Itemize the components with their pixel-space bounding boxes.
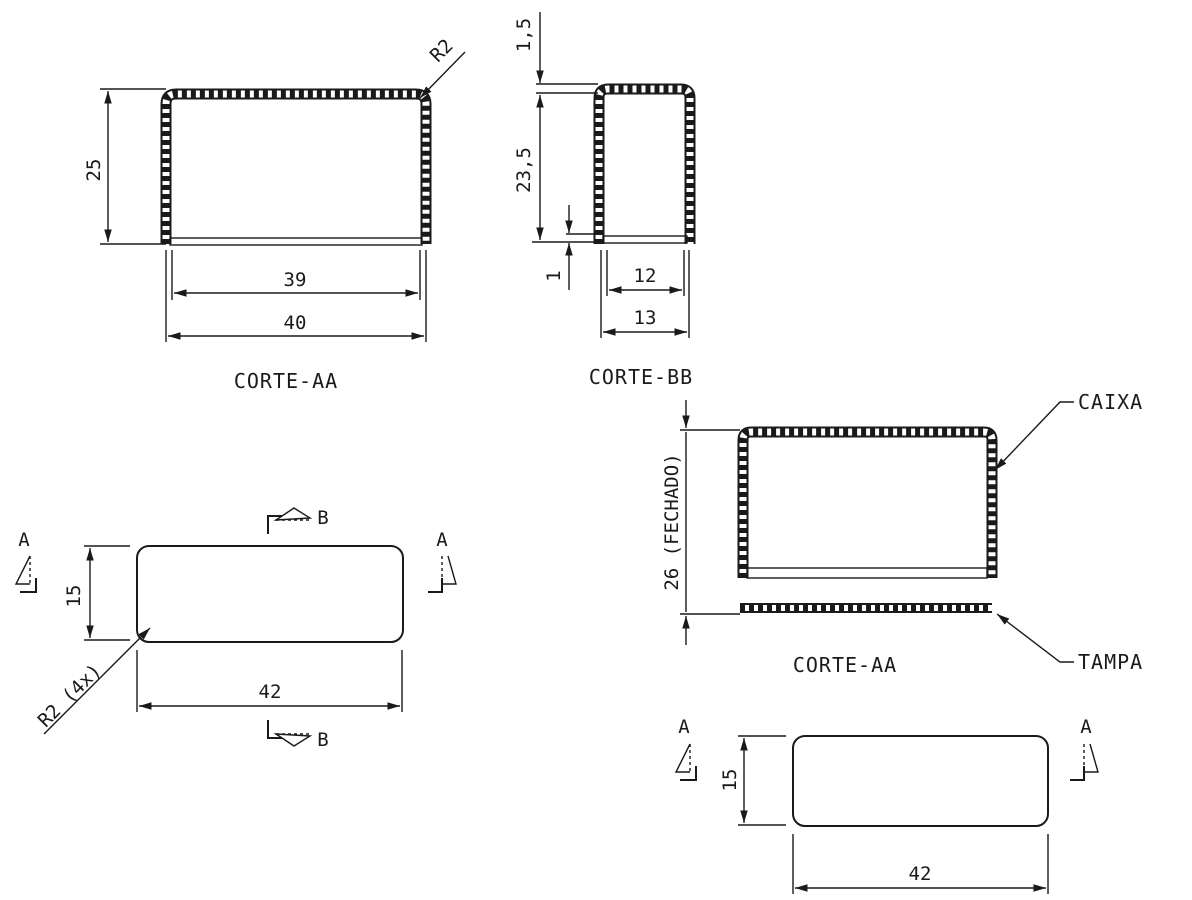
cut-line — [1070, 766, 1085, 781]
section-aa-title: CORTE-AA — [234, 369, 338, 393]
section-marker-a-right: A — [1070, 716, 1099, 781]
section-marker-a-left: A — [674, 716, 697, 781]
box-wall-outline — [737, 426, 998, 578]
cut-arrow — [273, 507, 313, 521]
section-aa-wall-fill — [162, 90, 430, 244]
dim-width-42: 42 — [259, 681, 282, 703]
plan-outline — [792, 735, 1049, 827]
cut-label: A — [678, 716, 690, 738]
box-wall-fill — [739, 428, 996, 578]
assembly-section-title: CORTE-AA — [793, 653, 897, 677]
dim-height-23-5: 23,5 — [513, 147, 535, 193]
box-leader — [994, 401, 1074, 471]
cut-line — [267, 720, 282, 739]
label-box: CAIXA — [1078, 390, 1143, 414]
cut-line — [267, 515, 282, 534]
dim-height-25: 25 — [83, 159, 105, 182]
cut-arrow — [1084, 743, 1099, 773]
cut-label: A — [18, 529, 30, 551]
plan-outline — [136, 545, 404, 643]
section-bb-bottom-lip — [602, 235, 688, 244]
dim-closed-height: 26 (FECHADO) — [661, 453, 683, 590]
box-bottom-lip — [746, 567, 988, 579]
section-bb-wall-outline — [593, 83, 696, 244]
radius-leader — [419, 51, 466, 99]
plan-view-right: 15 42 A A — [674, 716, 1099, 894]
dim-height-15: 15 — [63, 585, 85, 608]
cut-arrow — [14, 555, 31, 585]
section-marker-b-top: B — [267, 507, 329, 534]
section-marker-a-left: A — [14, 529, 37, 593]
dim-width-42: 42 — [909, 863, 932, 885]
cut-label: A — [1080, 716, 1092, 738]
radius-label: R2 (4x) — [34, 660, 106, 732]
dim-top-1-5: 1,5 — [513, 18, 535, 52]
cut-arrow — [674, 743, 691, 773]
section-bb: 1,5 23,5 1 12 13 CORTE-BB — [513, 12, 696, 389]
cut-label: A — [436, 529, 448, 551]
plan-view-left: 15 42 R2 (4x) A A B — [14, 507, 457, 751]
radius-leader — [43, 627, 151, 735]
cut-line — [20, 578, 37, 593]
label-lid: TAMPA — [1078, 650, 1143, 674]
cut-arrow — [273, 733, 313, 747]
cut-line — [680, 766, 697, 781]
radius-label: R2 — [426, 35, 458, 67]
assembly-section: 26 (FECHADO) CAIXA TAMPA CORTE-AA — [661, 390, 1143, 677]
box-wall-hatch — [738, 427, 997, 578]
section-aa-wall-outline — [160, 88, 432, 244]
section-bb-wall-fill — [595, 85, 694, 244]
section-bb-wall-hatch — [594, 84, 695, 244]
dim-inner-width-39: 39 — [284, 269, 307, 291]
section-marker-b-bottom: B — [267, 720, 329, 751]
cut-label: B — [317, 507, 328, 529]
dim-lip-1: 1 — [543, 270, 565, 281]
section-aa-bottom-lip — [169, 237, 423, 246]
dim-outer-width-13: 13 — [634, 307, 657, 329]
cut-label: B — [317, 729, 328, 751]
section-aa-top: 25 39 40 R2 CORTE-AA — [83, 35, 466, 393]
cut-line — [428, 578, 443, 593]
section-marker-a-right: A — [428, 529, 457, 593]
dim-height-15: 15 — [719, 769, 741, 792]
cut-arrow — [442, 555, 457, 585]
section-bb-title: CORTE-BB — [589, 365, 693, 389]
section-aa-wall-hatch — [161, 89, 431, 244]
dim-inner-width-12: 12 — [634, 265, 657, 287]
lid-leader — [996, 613, 1074, 663]
dim-outer-width-40: 40 — [284, 312, 307, 334]
